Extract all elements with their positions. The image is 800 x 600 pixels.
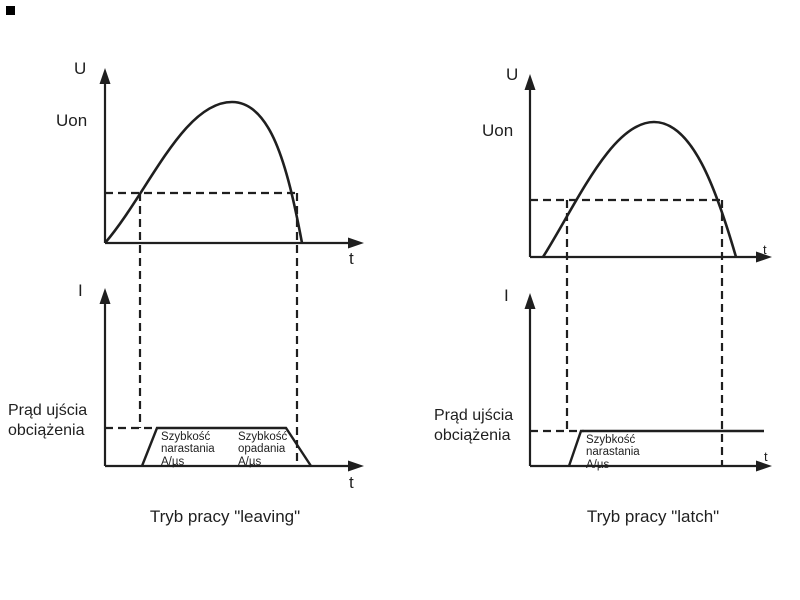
left-current-trapezoid-waveform [140, 426, 313, 467]
right-time-axis-top-arrow-icon [756, 251, 772, 263]
left-rise-rate-label: Szybkość narastania A/µs [161, 431, 215, 468]
left-current-plot [99, 288, 364, 472]
right-i-axis-arrow-icon [524, 293, 536, 309]
left-diagram-caption: Tryb pracy "leaving" [149, 507, 301, 526]
right-voltage-plot [524, 74, 772, 466]
left-u-axis-label: U [74, 59, 87, 78]
right-u-axis-arrow-icon [524, 74, 536, 90]
right-current-plot [524, 293, 772, 472]
right-time-label-top: t [763, 242, 767, 257]
selection-resize-handle[interactable] [6, 6, 15, 15]
left-time-label-top: t [349, 249, 354, 268]
left-time-axis-bottom-arrow-icon [348, 460, 364, 472]
left-uon-label: Uon [56, 111, 88, 130]
left-voltage-curve [104, 100, 304, 244]
left-time-label-bottom: t [349, 473, 354, 492]
right-voltage-curve [541, 120, 738, 258]
right-u-axis-label: U [506, 65, 519, 84]
left-fall-rate-label: Szybkość opadania A/µs [238, 431, 288, 468]
right-current-latch-waveform [567, 429, 764, 467]
right-diagram-caption: Tryb pracy "latch" [586, 507, 720, 526]
left-i-axis-label: I [78, 281, 83, 300]
right-uon-label: Uon [482, 121, 514, 140]
right-time-label-bottom: t [764, 449, 768, 464]
left-load-current-label: Prąd ujścia obciążenia [8, 402, 88, 439]
left-time-axis-top-arrow-icon [348, 237, 364, 249]
right-i-axis-label: I [504, 286, 509, 305]
left-i-axis-arrow-icon [99, 288, 111, 304]
right-rise-rate-label: Szybkość narastania A/µs [586, 434, 640, 471]
left-voltage-plot [99, 68, 364, 466]
right-load-current-label: Prąd ujścia obciążenia [434, 407, 514, 444]
right-time-axis-bottom-arrow-icon [756, 460, 772, 472]
left-u-axis-arrow-icon [99, 68, 111, 84]
